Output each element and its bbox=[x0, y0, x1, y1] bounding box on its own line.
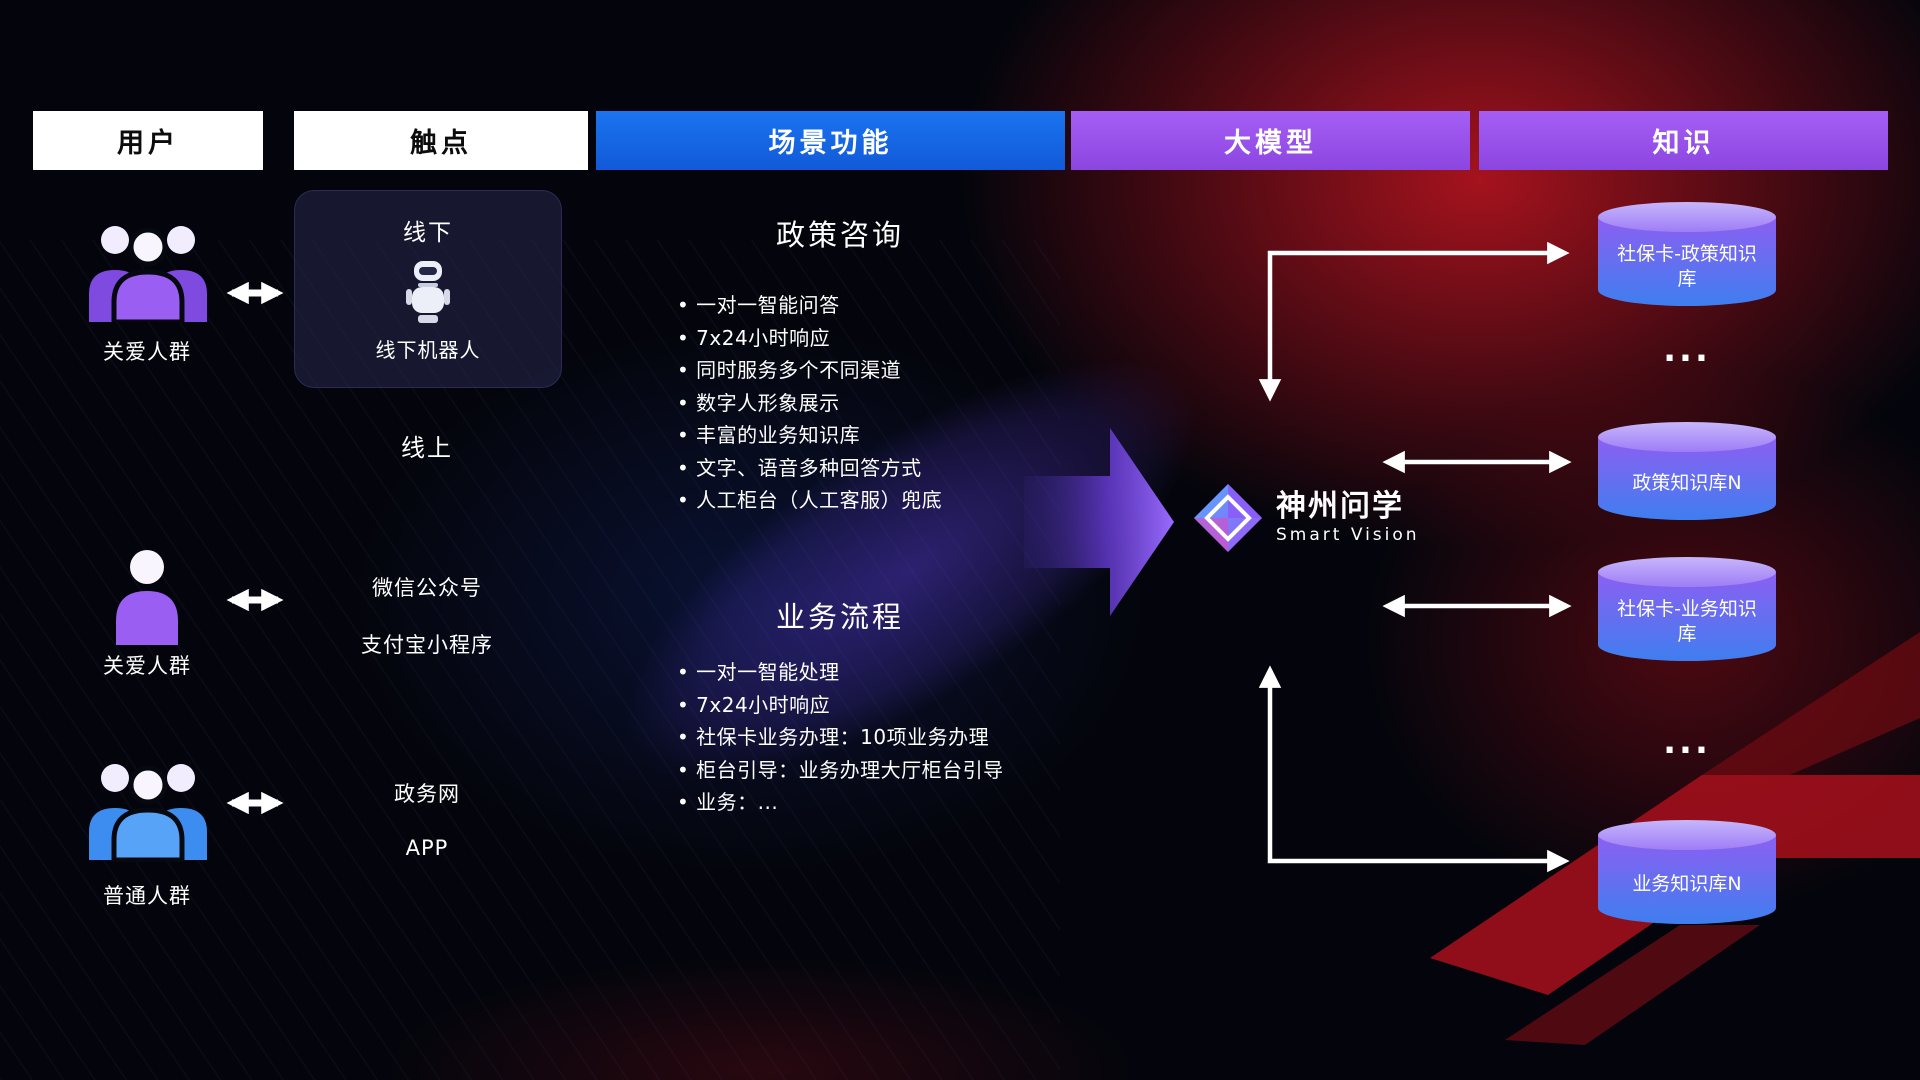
offline-touchpoint-card: 线下 线下机器人 bbox=[294, 190, 562, 388]
scenario-item: 文字、语音多种回答方式 bbox=[677, 452, 1107, 485]
scenario-item: 丰富的业务知识库 bbox=[677, 419, 1107, 452]
db-cylinder-business-n: 业务知识库N bbox=[1598, 820, 1776, 924]
channel-gov-web: 政务网 bbox=[394, 782, 460, 806]
scenario-list-business: 一对一智能处理 7x24小时响应 社保卡业务办理：10项业务办理 柜台引导：业务… bbox=[677, 656, 1107, 819]
robot-icon bbox=[406, 261, 450, 323]
channel-app: APP bbox=[405, 836, 449, 860]
channel-alipay: 支付宝小程序 bbox=[361, 633, 493, 657]
scenario-item: 7x24小时响应 bbox=[677, 322, 1107, 355]
column-header-users: 用户 bbox=[33, 111, 263, 170]
scenario-item: 社保卡业务办理：10项业务办理 bbox=[677, 721, 1107, 754]
user-label: 关爱人群 bbox=[103, 340, 191, 364]
scenario-item: 一对一智能问答 bbox=[677, 289, 1107, 322]
offline-robot-label: 线下机器人 bbox=[375, 338, 481, 362]
big-flow-arrow bbox=[1024, 428, 1174, 616]
knowledge-ellipsis: ... bbox=[1663, 330, 1711, 370]
user-label: 关爱人群 bbox=[103, 654, 191, 678]
single-user-icon bbox=[116, 550, 178, 645]
flow-arrow-business-dbN bbox=[1258, 665, 1570, 873]
db-label: 政策知识库N bbox=[1632, 472, 1742, 495]
scenario-item: 数字人形象展示 bbox=[677, 387, 1107, 420]
db-cylinder-policy-ssc: 社保卡-政策知识库 bbox=[1598, 202, 1776, 306]
db-cylinder-policy-n: 政策知识库N bbox=[1598, 422, 1776, 520]
diamond-logo-icon bbox=[1194, 484, 1262, 552]
scenario-title-business: 业务流程 bbox=[775, 600, 904, 634]
scenario-item: 同时服务多个不同渠道 bbox=[677, 354, 1107, 387]
red-glow-bottom bbox=[260, 920, 1260, 1080]
offline-title: 线下 bbox=[403, 220, 453, 246]
scenario-list-policy: 一对一智能问答 7x24小时响应 同时服务多个不同渠道 数字人形象展示 丰富的业… bbox=[677, 289, 1107, 517]
scenario-title-policy: 政策咨询 bbox=[775, 218, 904, 252]
model-name: 神州问学 bbox=[1276, 489, 1404, 524]
db-label: 社保卡-政策知识库 bbox=[1617, 242, 1757, 290]
scenario-item: 一对一智能处理 bbox=[677, 656, 1107, 689]
column-header-scenarios: 场景功能 bbox=[596, 111, 1065, 170]
model-logo-text: 神州问学 Smart Vision bbox=[1276, 490, 1420, 546]
channel-wechat: 微信公众号 bbox=[372, 576, 482, 600]
scenario-item: 业务：... bbox=[677, 786, 1107, 819]
online-title: 线上 bbox=[401, 434, 453, 462]
knowledge-ellipsis: ... bbox=[1663, 722, 1711, 762]
scenario-item: 人工柜台（人工客服）兜底 bbox=[677, 484, 1107, 517]
model-subtitle: Smart Vision bbox=[1276, 525, 1420, 545]
column-header-touchpoints: 触点 bbox=[294, 111, 588, 170]
flow-arrow-policy-db-top bbox=[1258, 241, 1570, 402]
group-users-icon bbox=[89, 226, 207, 322]
db-cylinder-business-ssc: 社保卡-业务知识库 bbox=[1598, 557, 1776, 661]
scenario-item: 柜台引导：业务办理大厅柜台引导 bbox=[677, 754, 1107, 787]
column-header-knowledge: 知识 bbox=[1479, 111, 1888, 170]
column-header-model: 大模型 bbox=[1071, 111, 1470, 170]
db-label: 业务知识库N bbox=[1632, 873, 1742, 896]
red-glow-right bbox=[1240, 260, 1920, 1020]
scenario-item: 7x24小时响应 bbox=[677, 689, 1107, 722]
db-label: 社保卡-业务知识库 bbox=[1617, 597, 1757, 645]
user-label: 普通人群 bbox=[103, 884, 191, 908]
group-users-icon bbox=[89, 764, 207, 862]
